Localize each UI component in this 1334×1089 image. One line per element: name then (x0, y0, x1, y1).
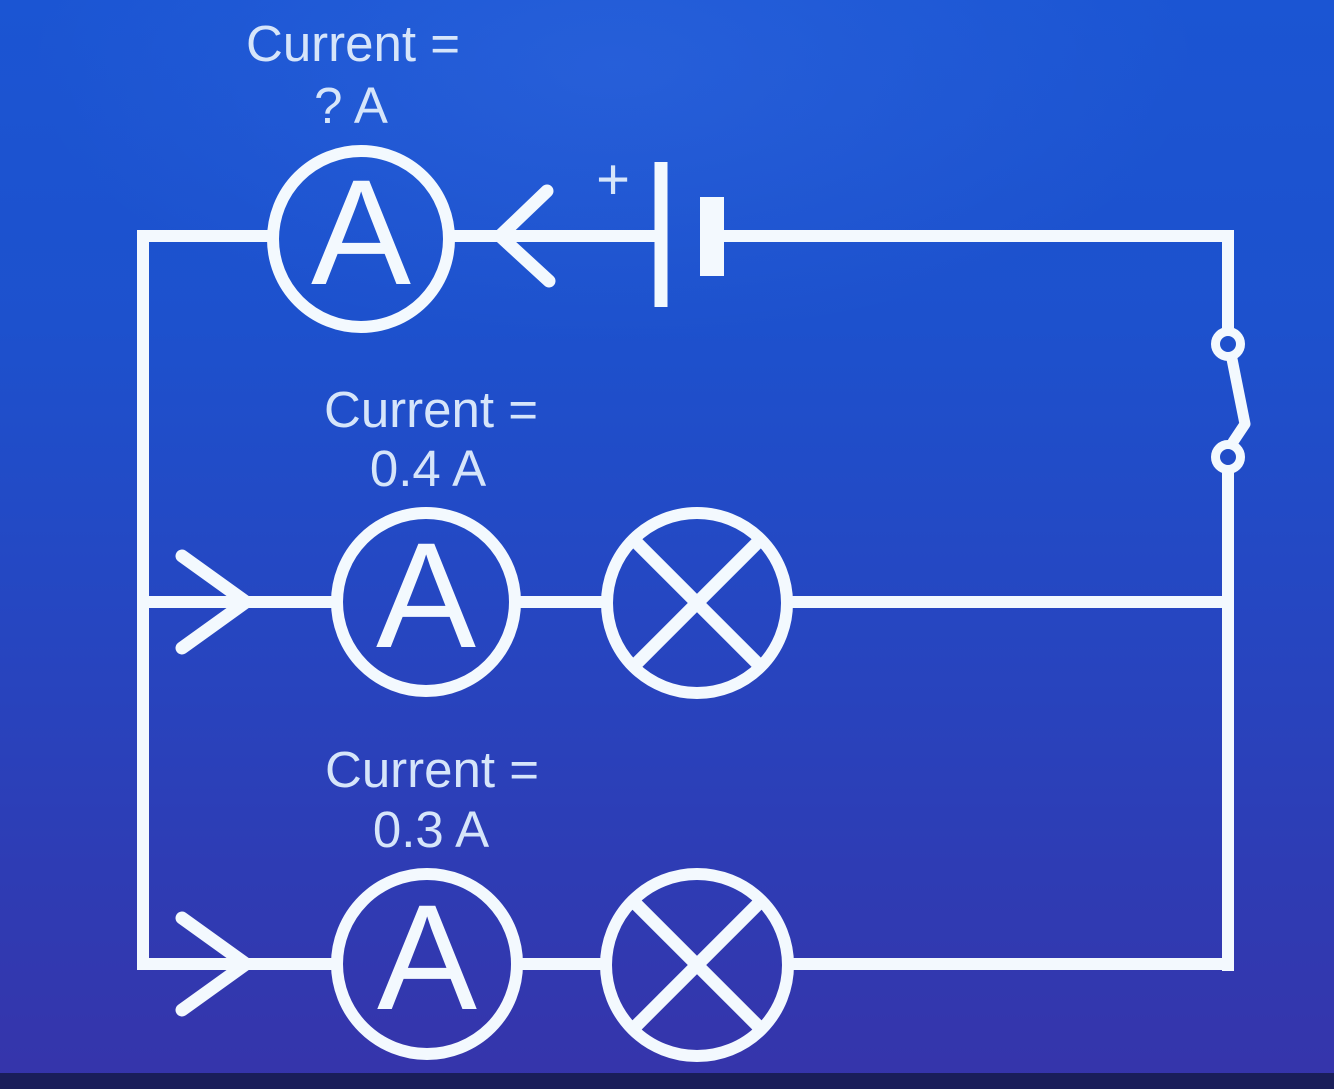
top-current-label: Current = ? A (246, 15, 460, 134)
bottom-current-label: Current = 0.3 A (325, 741, 539, 858)
ammeter-letter-middle: A (376, 511, 476, 679)
ammeter-ring-top (267, 145, 455, 333)
ammeter-letter-top: A (311, 148, 411, 316)
current-direction-arrow-icon-bottom (175, 911, 253, 1017)
middle-current-label: Current = 0.4 A (324, 381, 538, 497)
lamp-ring-bottom (600, 868, 794, 1062)
top-current-label-line1: Current = (246, 15, 460, 72)
lamp-icon-middle (601, 507, 793, 699)
ammeter-ring-middle (331, 507, 521, 697)
current-direction-arrow-icon-middle (175, 549, 253, 655)
battery-icon: + (596, 147, 724, 307)
ammeter-icon-middle: A (331, 507, 521, 697)
middle-current-label-line2: 0.4 A (370, 440, 486, 497)
ammeter-letter-bottom: A (377, 873, 477, 1041)
bottom-current-label-line2: 0.3 A (373, 801, 489, 858)
middle-current-label-line1: Current = (324, 381, 538, 438)
switch-terminal-bottom (1211, 440, 1245, 474)
battery-plus-sign: + (596, 147, 630, 212)
switch-blade (1226, 353, 1251, 448)
ammeter-icon-bottom: A (331, 868, 523, 1060)
open-switch-icon (1211, 327, 1251, 474)
top-current-label-line2: ? A (314, 77, 388, 134)
switch-terminal-top (1211, 327, 1245, 361)
current-direction-arrow-icon-top (493, 184, 556, 288)
ammeter-icon-top: A (267, 145, 455, 333)
bottom-current-label-line1: Current = (325, 741, 539, 798)
lamp-icon-bottom (600, 868, 794, 1062)
bottom-edge-bar (0, 1073, 1334, 1089)
ammeter-ring-bottom (331, 868, 523, 1060)
battery-short-plate (700, 197, 724, 276)
lamp-cross-line-2-middle (629, 535, 765, 671)
lamp-ring-middle (601, 507, 793, 699)
lamp-cross-line-2-bottom (628, 896, 766, 1034)
